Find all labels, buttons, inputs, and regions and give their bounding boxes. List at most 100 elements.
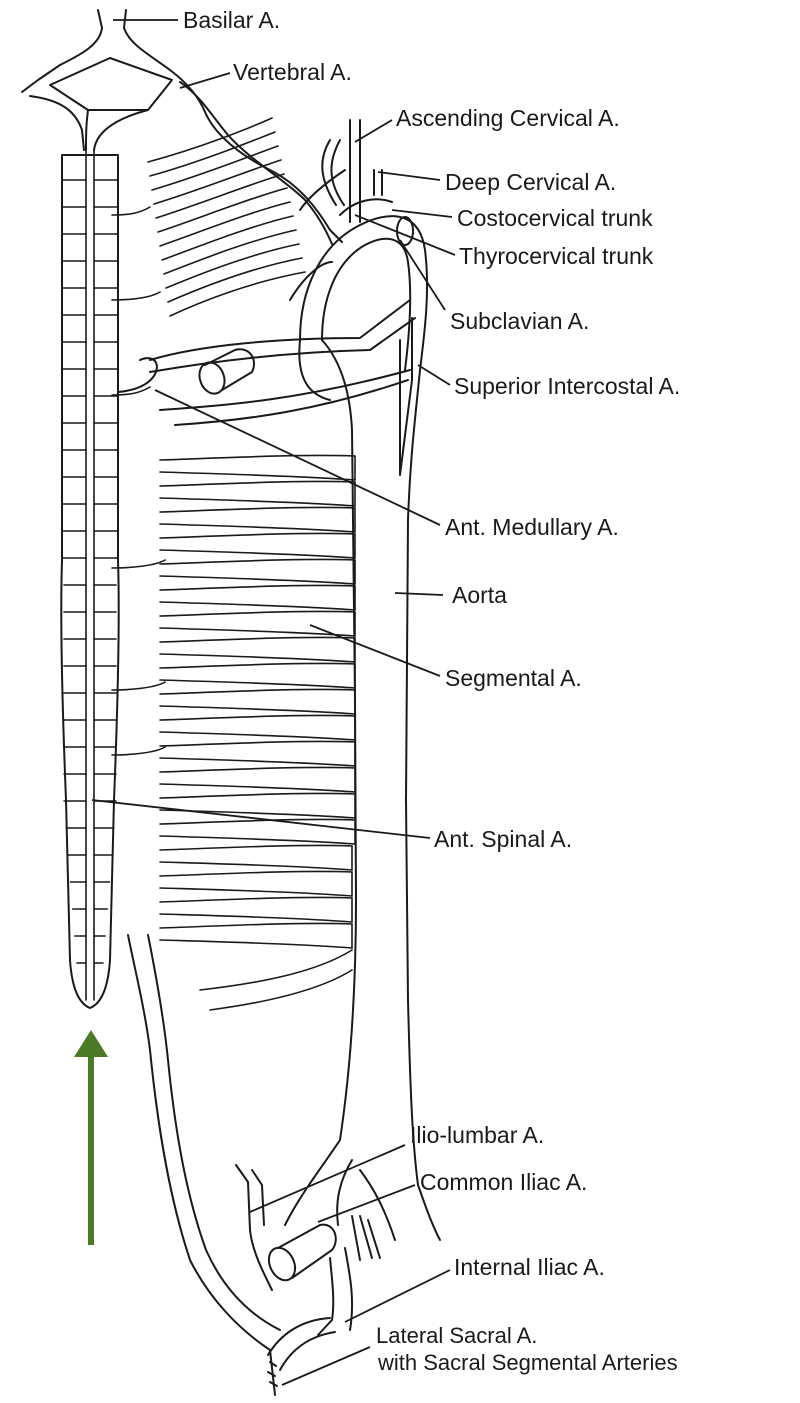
lumbar-segmental-artery bbox=[200, 950, 352, 990]
aorta-right-wall bbox=[406, 370, 420, 1185]
label-internal-iliac: Internal Iliac A. bbox=[454, 1254, 605, 1280]
basilar-artery-right bbox=[124, 10, 342, 242]
label-vertebral: Vertebral A. bbox=[233, 59, 352, 85]
label-deep-cervical: Deep Cervical A. bbox=[445, 169, 616, 195]
leader-ilio-lumbar bbox=[250, 1145, 405, 1212]
label-thyrocervical: Thyrocervical trunk bbox=[459, 243, 654, 269]
label-aorta: Aorta bbox=[452, 582, 507, 608]
segmental-artery-lower bbox=[160, 524, 355, 532]
label-basilar: Basilar A. bbox=[183, 7, 280, 33]
spinal-cord-outline bbox=[61, 155, 119, 1008]
segmental-artery-upper bbox=[160, 715, 355, 720]
label-lateral-sacral-line2: with Sacral Segmental Arteries bbox=[377, 1350, 678, 1375]
internal-iliac-branches bbox=[352, 1216, 380, 1260]
ascending-cervical-artery bbox=[322, 120, 360, 222]
segmental-artery-upper bbox=[160, 481, 355, 486]
intercostal-branch-1 bbox=[160, 370, 410, 410]
leader-subclavian bbox=[400, 240, 445, 310]
vertebral-artery-left-limb bbox=[30, 96, 84, 150]
segmental-artery-upper bbox=[160, 871, 352, 876]
label-common-iliac: Common Iliac A. bbox=[420, 1169, 587, 1195]
body-outline-outer bbox=[128, 935, 275, 1395]
segmental-artery-lower bbox=[160, 836, 355, 844]
segmental-artery-lower bbox=[160, 914, 352, 922]
label-ascending-cervical: Ascending Cervical A. bbox=[396, 105, 620, 131]
leader-aorta bbox=[395, 593, 443, 595]
segmental-artery-lower bbox=[160, 602, 355, 610]
cervical-radicular-line bbox=[156, 174, 284, 218]
segmental-artery-upper bbox=[160, 559, 355, 564]
leader-vertebral bbox=[180, 73, 230, 88]
segmental-artery-lower bbox=[160, 654, 355, 662]
segmental-artery-lower bbox=[160, 940, 352, 948]
green-arrow-head bbox=[74, 1030, 108, 1057]
anterior-medullary-artery-curve bbox=[118, 358, 157, 392]
leader-lateral-sacral bbox=[282, 1347, 370, 1385]
segmental-artery-upper bbox=[160, 793, 355, 798]
segmental-artery-upper bbox=[160, 585, 355, 590]
radicular-twig bbox=[112, 747, 165, 755]
segmental-artery-lower bbox=[160, 758, 355, 766]
segmental-artery-upper bbox=[160, 923, 352, 928]
segmental-arteries bbox=[160, 455, 355, 1010]
label-ant-medullary: Ant. Medullary A. bbox=[445, 514, 619, 540]
segmental-artery-lower bbox=[160, 706, 355, 714]
lateral-sacral-artery bbox=[268, 1318, 335, 1370]
body-outline bbox=[128, 935, 280, 1395]
label-segmental: Segmental A. bbox=[445, 665, 582, 691]
leader-segmental bbox=[310, 625, 440, 676]
segmental-artery-upper bbox=[160, 533, 355, 538]
deep-cervical-artery bbox=[374, 170, 382, 195]
vertebral-artery-loop bbox=[50, 58, 172, 110]
external-iliac-stump-end bbox=[264, 1244, 300, 1285]
radicular-twig bbox=[112, 560, 165, 568]
cervical-radicular-lines bbox=[148, 118, 305, 316]
label-ilio-lumbar: Ilio-lumbar A. bbox=[410, 1122, 544, 1148]
segmental-artery-upper bbox=[160, 455, 355, 460]
radicular-twig bbox=[112, 292, 160, 300]
segmental-artery-lower bbox=[160, 784, 355, 792]
label-subclavian: Subclavian A. bbox=[450, 308, 589, 334]
green-arrow-icon bbox=[74, 1030, 108, 1245]
subclavian-cut-end bbox=[397, 217, 413, 245]
vertebral-to-cord-left bbox=[86, 110, 88, 150]
intercostal-branch-2 bbox=[175, 380, 408, 425]
segmental-artery-upper bbox=[160, 689, 355, 694]
segmental-artery-lower bbox=[160, 498, 355, 506]
leader-deep-cervical bbox=[378, 172, 440, 180]
segmental-artery-upper bbox=[160, 845, 352, 850]
body-outline-inner bbox=[148, 935, 280, 1330]
costocervical-trunk bbox=[340, 199, 392, 215]
segmental-artery-upper bbox=[160, 637, 355, 642]
vertebral-to-cord-right bbox=[94, 110, 148, 150]
segmental-artery-lower bbox=[160, 862, 352, 870]
subclavian-stump bbox=[205, 349, 254, 390]
segmental-artery-upper bbox=[160, 507, 355, 512]
segmental-artery-upper bbox=[160, 819, 355, 824]
segmental-artery-upper bbox=[160, 767, 355, 772]
leader-lines bbox=[92, 20, 455, 1385]
segmental-artery-lower bbox=[160, 680, 355, 688]
segmental-artery-lower bbox=[160, 576, 355, 584]
leader-costocervical bbox=[392, 210, 452, 217]
superior-intercostal-artery-upper bbox=[150, 300, 410, 360]
leader-superior-intercostal bbox=[418, 365, 450, 385]
label-lateral-sacral-line1: Lateral Sacral A. bbox=[376, 1323, 537, 1348]
segmental-artery-upper bbox=[160, 897, 352, 902]
label-costocervical: Costocervical trunk bbox=[457, 205, 653, 231]
common-iliac-inner bbox=[337, 1160, 395, 1240]
segmental-artery-upper bbox=[160, 663, 355, 668]
label-superior-intercostal: Superior Intercostal A. bbox=[454, 373, 680, 399]
spinal-cord bbox=[61, 150, 165, 1008]
segmental-artery-lower bbox=[160, 550, 355, 558]
segmental-artery-lower bbox=[160, 472, 355, 480]
ilio-lumbar-artery bbox=[236, 1165, 272, 1290]
label-ant-spinal: Ant. Spinal A. bbox=[434, 826, 572, 852]
aorta-arch-inner bbox=[299, 340, 330, 400]
leader-internal-iliac bbox=[345, 1270, 450, 1322]
leader-ant-spinal bbox=[92, 800, 430, 838]
segmental-artery-lower bbox=[160, 732, 355, 740]
superior-intercostal-artery-descending bbox=[400, 318, 412, 475]
